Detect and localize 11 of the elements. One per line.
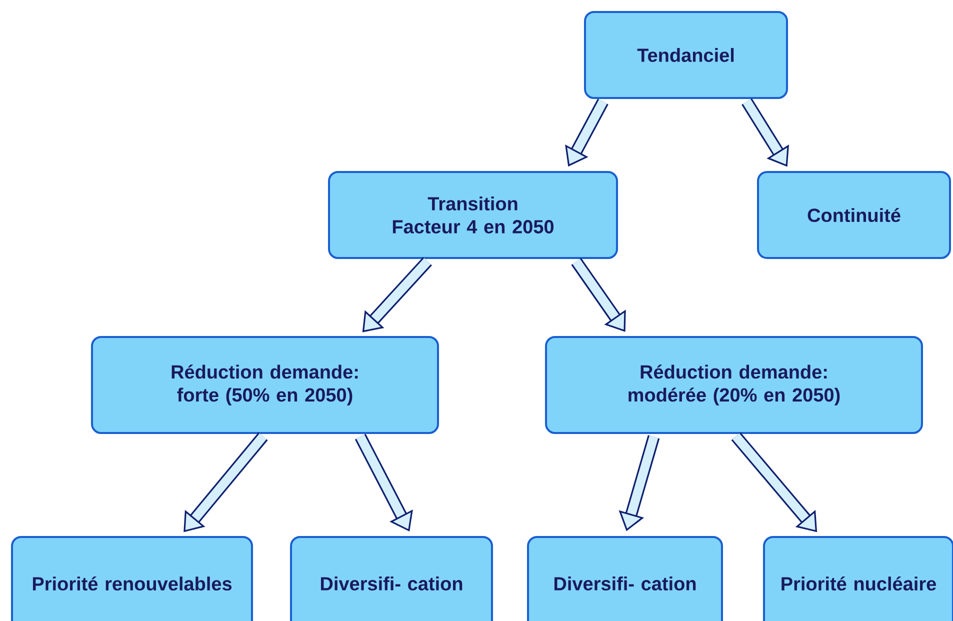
process-box: Diversifi- cation bbox=[290, 536, 493, 621]
process-box: Réduction demande: forte (50% en 2050) bbox=[91, 336, 439, 434]
process-box: Tendanciel bbox=[584, 11, 788, 99]
process-box: Continuité bbox=[757, 171, 951, 259]
block-arrow bbox=[571, 258, 626, 332]
block-arrow bbox=[362, 257, 432, 332]
process-box: Priorité nucléaire bbox=[763, 536, 953, 621]
process-box: Transition Facteur 4 en 2050 bbox=[328, 171, 618, 259]
process-box: Réduction demande: modérée (20% en 2050) bbox=[545, 336, 923, 434]
process-box: Diversifi- cation bbox=[527, 536, 723, 621]
process-box: Priorité renouvelables bbox=[11, 536, 253, 621]
